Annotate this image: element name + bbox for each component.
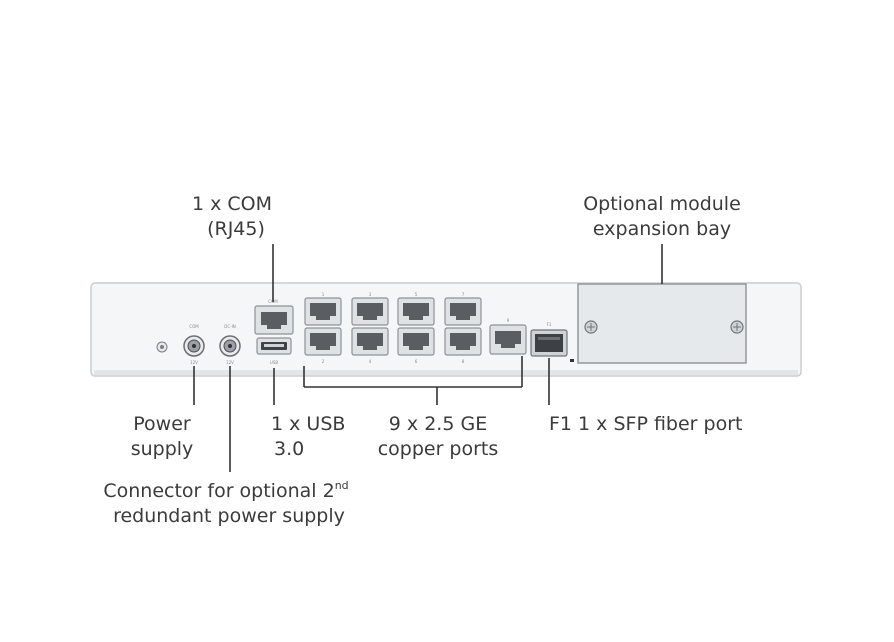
sfp-port-icon: F1	[530, 322, 574, 362]
sfp-port-number: F1	[547, 322, 552, 327]
label-com-line2: (RJ45)	[207, 218, 265, 240]
port-number: 6	[415, 359, 418, 364]
label-redundant-line1: Connector for optional 2nd	[103, 479, 348, 502]
port-number: 8	[462, 359, 465, 364]
power-connector-1-sub: 12V	[190, 360, 198, 365]
port-number: 1	[322, 292, 325, 297]
copper-ports-group: 1 2 3 4 5 6 7 8	[304, 292, 482, 364]
label-redundant-line2: redundant power supply	[113, 505, 345, 527]
label-redundant-main: Connector for optional 2	[103, 480, 334, 502]
label-sfp: F1 1 x SFP fiber port	[549, 413, 742, 435]
reset-pin-icon	[156, 341, 168, 353]
power-connector-1-icon: COM 12V	[183, 324, 205, 365]
usb-port-icon: USB	[256, 337, 292, 365]
expansion-bay-icon	[577, 283, 747, 364]
label-power-line2: supply	[131, 438, 194, 460]
power-connector-2-icon: DC-IN 12V	[219, 324, 241, 365]
port-number: 4	[369, 359, 372, 364]
label-usb-line1: 1 x USB	[271, 413, 345, 435]
label-copper-line1: 9 x 2.5 GE	[389, 413, 487, 435]
label-redundant-superscript: nd	[335, 479, 349, 492]
port-number: 2	[322, 359, 325, 364]
port-number: 3	[369, 292, 372, 297]
port-number: 7	[462, 292, 465, 297]
label-power-line1: Power	[133, 413, 191, 435]
label-module-line1: Optional module	[583, 193, 741, 215]
leader-lines	[193, 244, 663, 472]
usb-port-label: USB	[270, 360, 278, 365]
power-connector-2-label: DC-IN	[224, 324, 236, 329]
label-copper-line2: copper ports	[378, 438, 499, 460]
label-com-line1: 1 x COM	[192, 193, 272, 215]
copper-port-9-icon: 9	[489, 318, 527, 355]
label-usb-line2: 3.0	[274, 438, 304, 460]
power-connector-2-sub: 12V	[226, 360, 234, 365]
port-number: 5	[415, 292, 418, 297]
power-connector-1-label: COM	[189, 324, 199, 329]
port-number: 9	[507, 318, 510, 323]
label-module-line2: expansion bay	[593, 218, 731, 240]
